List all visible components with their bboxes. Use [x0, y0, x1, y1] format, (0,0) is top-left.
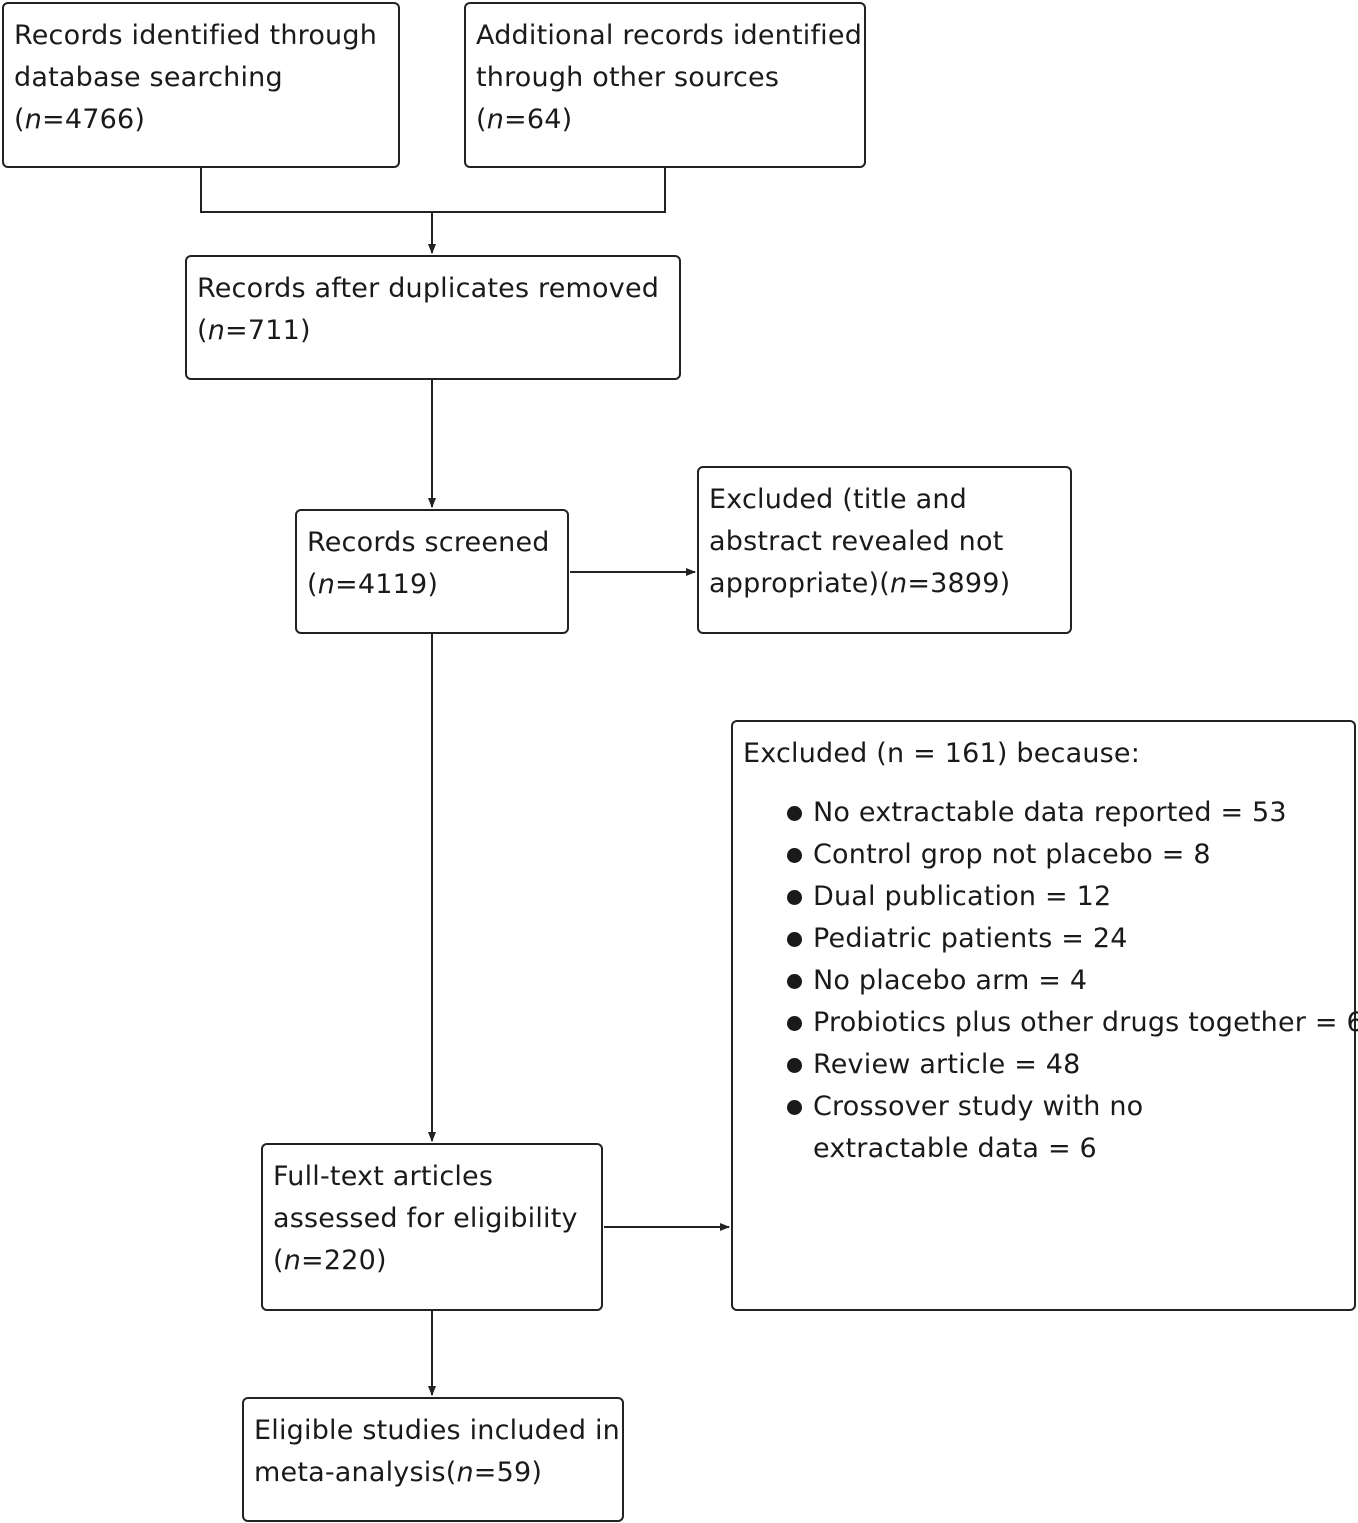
box-text-line: abstract revealed not: [709, 526, 1004, 557]
record-count: meta-analysis(n=59): [254, 1457, 543, 1488]
bullet-icon: [787, 932, 802, 947]
record-count: (n=4119): [307, 569, 439, 600]
screened-box: Records screened (n=4119): [295, 509, 569, 634]
record-count: (n=220): [273, 1245, 387, 1276]
box-text-line: Records screened: [307, 527, 550, 558]
bullet-icon: [787, 848, 802, 863]
record-count: (n=4766): [14, 104, 146, 135]
box-text-line: Excluded (title and: [709, 484, 967, 515]
box-text-line: Records after duplicates removed: [197, 273, 660, 304]
fulltext-assessed-box: Full-text articles assessed for eligibil…: [261, 1143, 603, 1311]
box-text-line: Eligible studies included in: [254, 1415, 620, 1446]
box-text-line: assessed for eligibility: [273, 1203, 578, 1234]
bullet-icon: [787, 974, 802, 989]
record-count: (n=711): [197, 315, 311, 346]
eligible-studies-box: Eligible studies included in meta-analys…: [242, 1397, 624, 1522]
bullet-icon: [787, 890, 802, 905]
exclusion-reason: No placebo arm = 4: [743, 960, 1344, 1002]
record-count: (n=64): [476, 104, 573, 135]
exclusion-reason: No extractable data reported = 53: [743, 792, 1344, 834]
excluded-fulltext-box: Excluded (n = 161) because: No extractab…: [731, 720, 1358, 1311]
bullet-icon: [787, 1100, 802, 1115]
box-text-line: Records identified through: [14, 20, 378, 51]
box-text-line: Full-text articles: [273, 1161, 494, 1192]
database-records-box: Records identified through database sear…: [2, 2, 400, 168]
other-sources-box: Additional records identified through ot…: [464, 2, 866, 168]
exclusion-reason: Dual publication = 12: [743, 876, 1344, 918]
box-text-line: database searching: [14, 62, 283, 93]
exclusion-reasons-list: No extractable data reported = 53 Contro…: [743, 792, 1358, 1170]
duplicates-removed-box: Records after duplicates removed (n=711): [185, 255, 681, 380]
exclusion-reason: Pediatric patients = 24: [743, 918, 1344, 960]
exclusion-reason: Probiotics plus other drugs together = 6: [743, 1002, 1358, 1044]
box-text-line: Additional records identified: [476, 20, 863, 51]
exclusion-heading: Excluded (n = 161) because:: [743, 738, 1141, 769]
exclusion-reason: Control grop not placebo = 8: [743, 834, 1344, 876]
record-count: appropriate)(n=3899): [709, 568, 1011, 599]
bullet-icon: [787, 1058, 802, 1073]
merge-connector: [200, 168, 666, 213]
exclusion-reason: Review article = 48: [743, 1044, 1344, 1086]
excluded-title-abstract-box: Excluded (title and abstract revealed no…: [697, 466, 1072, 634]
bullet-icon: [787, 806, 802, 821]
bullet-icon: [787, 1016, 802, 1031]
box-text-line: through other sources: [476, 62, 780, 93]
